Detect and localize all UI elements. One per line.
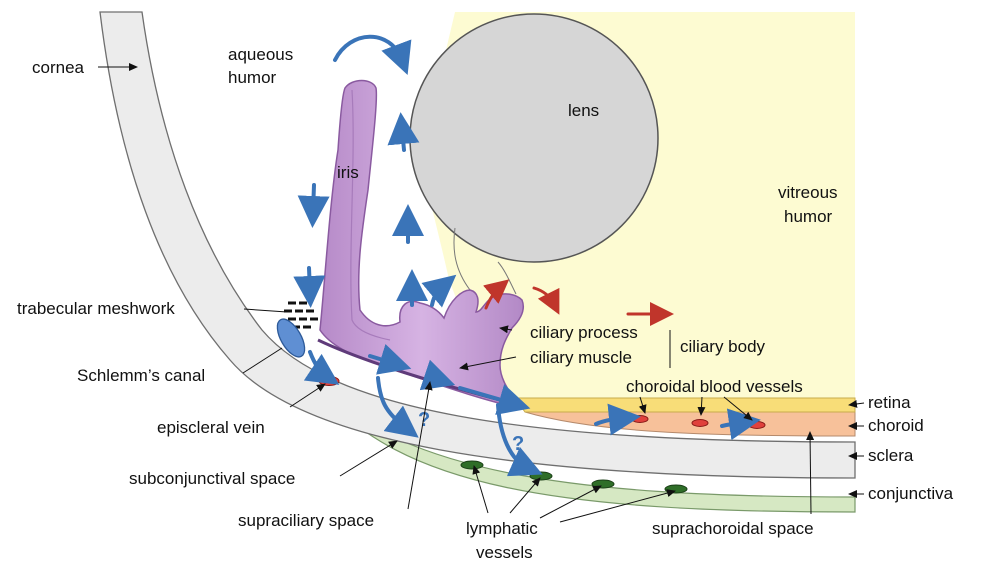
lymphatic-vessel-shape (461, 461, 483, 469)
label-conjunctiva: conjunctiva (868, 484, 954, 503)
label-trabecular-meshwork: trabecular meshwork (17, 299, 175, 318)
flow-arrow (313, 185, 314, 212)
label-lens: lens (568, 101, 599, 120)
label-choroidal-blood-vessels: choroidal blood vessels (626, 377, 803, 396)
lymphatic-vessel-shape (592, 480, 614, 488)
label-retina: retina (868, 393, 911, 412)
label-vitreous-humor-line1: vitreous (778, 183, 838, 202)
label-ciliary-process: ciliary process (530, 323, 638, 342)
label-supraciliary-space: supraciliary space (238, 511, 374, 530)
question-mark: ? (512, 433, 524, 455)
label-aqueous-humor-line2: humor (228, 68, 277, 87)
episcleral-vein-shape (319, 377, 339, 386)
label-ciliary-body: ciliary body (680, 337, 766, 356)
question-mark: ? (418, 409, 430, 431)
choroidal-vessel-shape (749, 422, 765, 429)
label-aqueous-humor-line1: aqueous (228, 45, 293, 64)
label-subconjunctival-space: subconjunctival space (129, 469, 295, 488)
choroidal-vessel-shape (692, 420, 708, 427)
retina-layer (515, 398, 855, 412)
label-lymphatic-vessels-line2: vessels (476, 543, 533, 562)
label-episcleral-vein: episcleral vein (157, 418, 265, 437)
label-choroid: choroid (868, 416, 924, 435)
label-schlemms-canal: Schlemm’s canal (77, 366, 205, 385)
lymphatic-vessel-shape (665, 485, 687, 493)
lens-shape (410, 14, 658, 262)
flow-arrow (335, 37, 402, 60)
label-iris: iris (337, 163, 359, 182)
flow-arrow (402, 128, 404, 150)
flow-arrow (432, 285, 444, 305)
label-sclera: sclera (868, 446, 914, 465)
label-cornea: cornea (32, 58, 85, 77)
choroidal-vessel-shape (632, 416, 648, 423)
lymphatic-vessel-shape (530, 472, 552, 480)
flow-arrow (309, 268, 310, 292)
label-lymphatic-vessels-line1: lymphatic (466, 519, 538, 538)
label-ciliary-muscle: ciliary muscle (530, 348, 632, 367)
label-suprachoroidal-space: suprachoroidal space (652, 519, 814, 538)
label-vitreous-humor-line2: humor (784, 207, 833, 226)
